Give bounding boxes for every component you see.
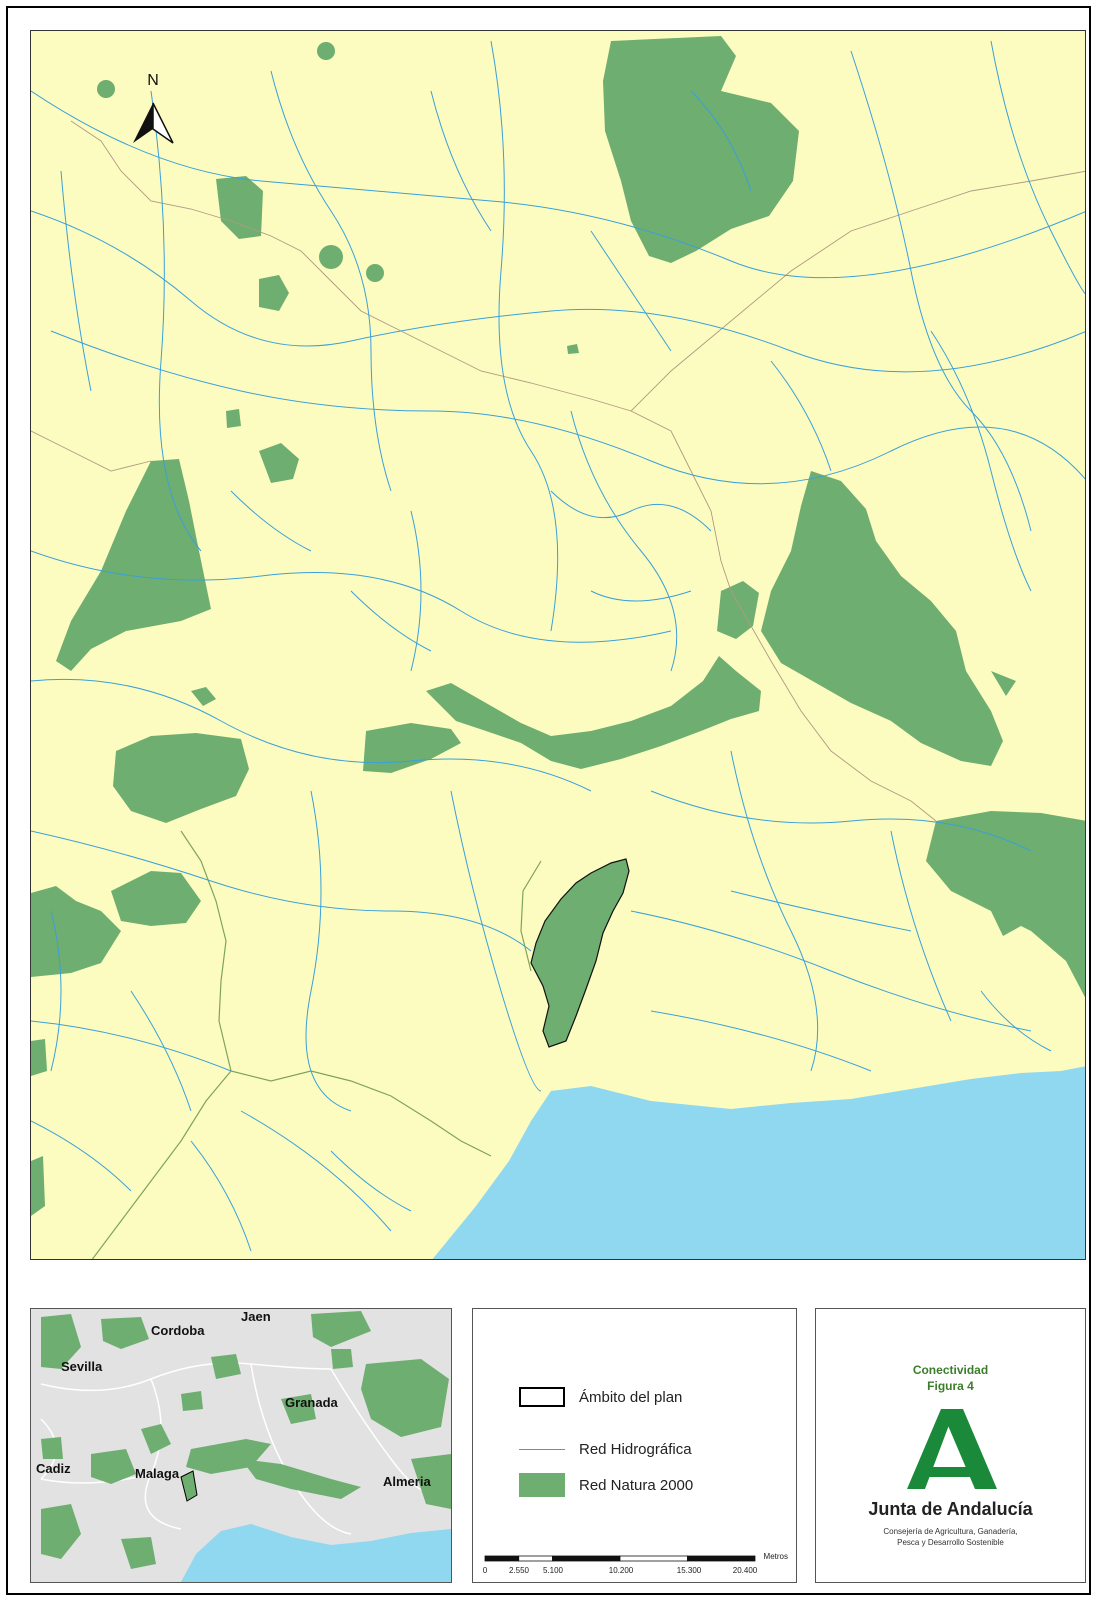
- map-title: Conectividad: [912, 1363, 989, 1377]
- inset-city-label: Sevilla: [61, 1359, 103, 1374]
- inset-natura-areas: [41, 1311, 451, 1569]
- scale-segment: [619, 1555, 688, 1562]
- natura-fill-symbol: [519, 1473, 565, 1497]
- ambito-del-plan: [530, 858, 630, 1048]
- scale-bar-svg: [484, 1555, 756, 1562]
- inset-city-label: Cordoba: [151, 1323, 205, 1338]
- scale-tick-label: 5.100: [542, 1566, 564, 1575]
- inset-city-label: Granada: [285, 1395, 338, 1410]
- scale-unit-label: Metros: [763, 1552, 788, 1561]
- scale-segment: [552, 1555, 621, 1562]
- legend-item-red-natura: Red Natura 2000: [519, 1473, 693, 1497]
- org-subtitle-line: Consejería de Agricultura, Ganadería,: [883, 1527, 1018, 1536]
- figure-number: Figura 4: [927, 1379, 974, 1393]
- inset-sea: [181, 1524, 451, 1582]
- org-subtitle-line: Pesca y Desarrollo Sostenible: [897, 1538, 1004, 1547]
- inset-city-label: Malaga: [135, 1466, 180, 1481]
- legend-label: Red Hidrográfica: [579, 1441, 692, 1458]
- scale-bar: 0 2.550 5.100 10.200 15.300 20.400 Metro…: [482, 1552, 788, 1582]
- location-inset-map: Cordoba Jaen Sevilla Granada Cadiz Malag…: [30, 1308, 452, 1583]
- legend-label: Red Natura 2000: [579, 1476, 694, 1494]
- inset-city-label: Cadiz: [36, 1461, 71, 1476]
- org-name: Junta de Andalucía: [868, 1499, 1033, 1519]
- north-arrow: [133, 102, 174, 144]
- inset-svg: [31, 1309, 451, 1582]
- inset-city-label: Jaen: [241, 1309, 271, 1324]
- legend-item-red-hidrografica: Red Hidrográfica: [519, 1441, 692, 1458]
- main-map[interactable]: N: [30, 30, 1086, 1260]
- north-label: N: [147, 72, 159, 89]
- scale-segment: [484, 1555, 520, 1562]
- scale-segment: [687, 1555, 756, 1562]
- legend-box: Ámbito del plan Red Hidrográfica Red Nat…: [472, 1308, 797, 1583]
- river-network: [31, 40, 1085, 1252]
- scale-tick-label: 2.550: [508, 1566, 530, 1575]
- scale-segment: [518, 1555, 553, 1562]
- sea-area: [432, 1066, 1085, 1259]
- scale-tick-label: 15.300: [676, 1566, 702, 1575]
- scale-tick-label: 20.400: [732, 1566, 758, 1575]
- scale-tick-label: 10.200: [608, 1566, 634, 1575]
- main-map-svg: N: [31, 31, 1085, 1259]
- inset-city-label: Almeria: [383, 1474, 431, 1489]
- natura-2000-areas: [31, 36, 1085, 1216]
- junta-logo-icon: [907, 1409, 997, 1489]
- district-lines: [91, 830, 542, 1259]
- plan-outline-symbol: [519, 1387, 565, 1407]
- scale-tick-label: 0: [482, 1566, 488, 1575]
- legend-label: Ámbito del plan: [579, 1388, 683, 1406]
- legend-item-ambito: Ámbito del plan: [519, 1387, 682, 1407]
- title-block: Conectividad Figura 4 Junta de Andalucía…: [815, 1308, 1086, 1583]
- map-frame: N: [6, 6, 1091, 1595]
- river-line-symbol: [519, 1449, 565, 1450]
